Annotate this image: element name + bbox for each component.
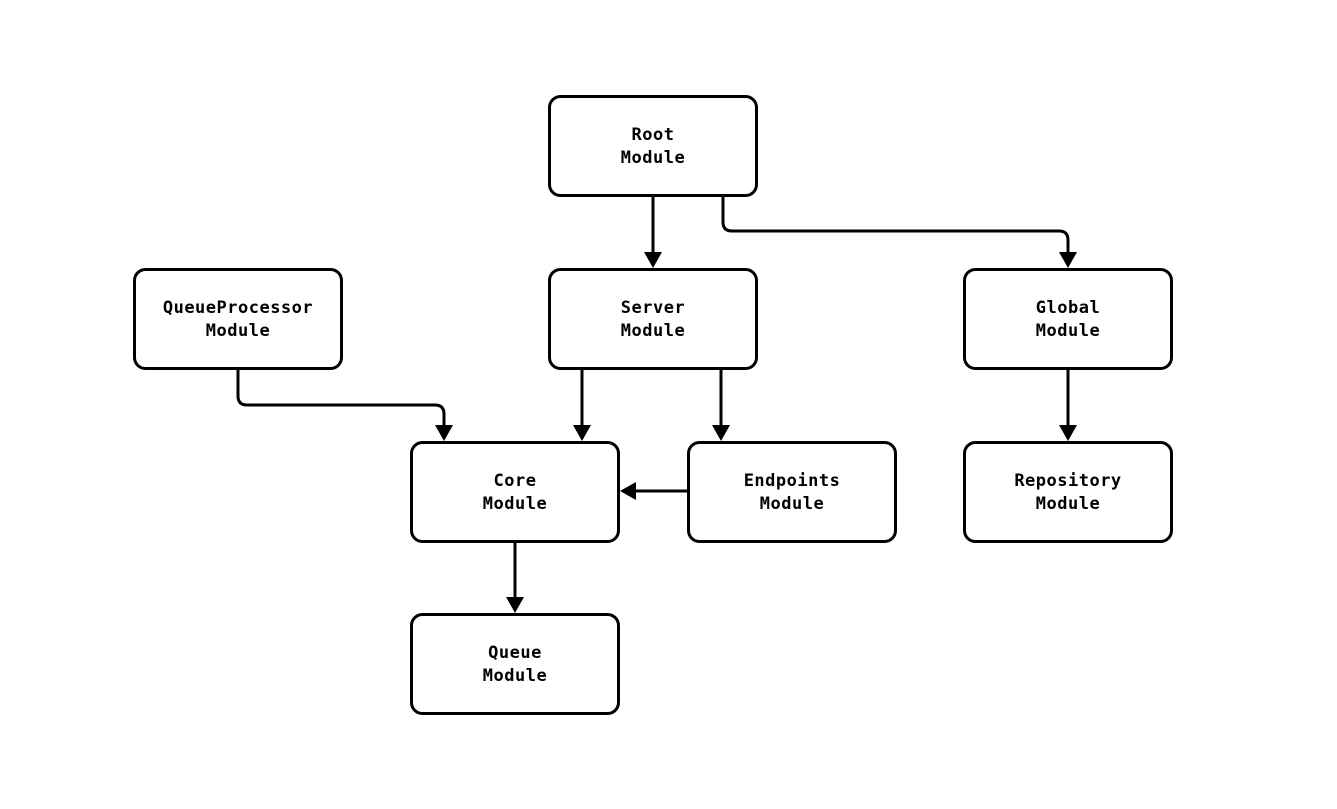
edge-global-to-repository-arrowhead-icon [1059,425,1077,441]
queue-module-node-box[interactable] [410,613,620,715]
queue-module-node-label-line1: Queue [488,643,542,663]
edge-queueprocessor-to-core [236,370,453,441]
queueprocessor-module-node-label-line2: Module [206,321,270,341]
core-module-node-box[interactable] [410,441,620,543]
edge-root-to-server [644,197,662,268]
server-module-node-box[interactable] [548,268,758,370]
edge-server-to-core [573,370,591,441]
edge-endpoints-to-core [620,482,687,500]
edge-server-to-endpoints-arrowhead-icon [712,425,730,441]
edge-root-to-global-line [721,197,1070,252]
global-module-node-box[interactable] [963,268,1173,370]
server-module-node-label-line1: Server [621,298,685,318]
global-module-node-label-line1: Global [1036,298,1100,318]
edges-layer [236,197,1077,613]
edge-server-to-core-arrowhead-icon [573,425,591,441]
endpoints-module-node-label-line1: Endpoints [744,471,841,491]
queueprocessor-module-node-box[interactable] [133,268,343,370]
edge-root-to-global [721,197,1077,268]
edge-endpoints-to-core-arrowhead-icon [620,482,636,500]
repository-module-node-box[interactable] [963,441,1173,543]
edge-global-to-repository [1059,370,1077,441]
edge-queueprocessor-to-core-arrowhead-icon [435,425,453,441]
repository-module-node-label-line2: Module [1036,494,1100,514]
nodes-layer: RootModuleQueueProcessorModuleServerModu… [133,95,1173,715]
core-module-node-label-line1: Core [494,471,537,491]
core-module-node-label-line2: Module [483,494,547,514]
global-module-node-label-line2: Module [1036,321,1100,341]
edge-core-to-queue [506,543,524,613]
edge-server-to-endpoints [712,370,730,441]
queue-module-node-label-line2: Module [483,666,547,686]
edge-core-to-queue-arrowhead-icon [506,597,524,613]
endpoints-module-node-label-line2: Module [760,494,824,514]
queueprocessor-module-node-label-line1: QueueProcessor [163,298,313,318]
endpoints-module-node-box[interactable] [687,441,897,543]
root-module-node-label-line1: Root [632,125,675,145]
root-module-node-label-line2: Module [621,148,685,168]
edge-queueprocessor-to-core-line [236,370,446,425]
edge-root-to-global-arrowhead-icon [1059,252,1077,268]
root-module-node-box[interactable] [548,95,758,197]
server-module-node-label-line2: Module [621,321,685,341]
edge-root-to-server-arrowhead-icon [644,252,662,268]
repository-module-node-label-line1: Repository [1014,471,1121,491]
